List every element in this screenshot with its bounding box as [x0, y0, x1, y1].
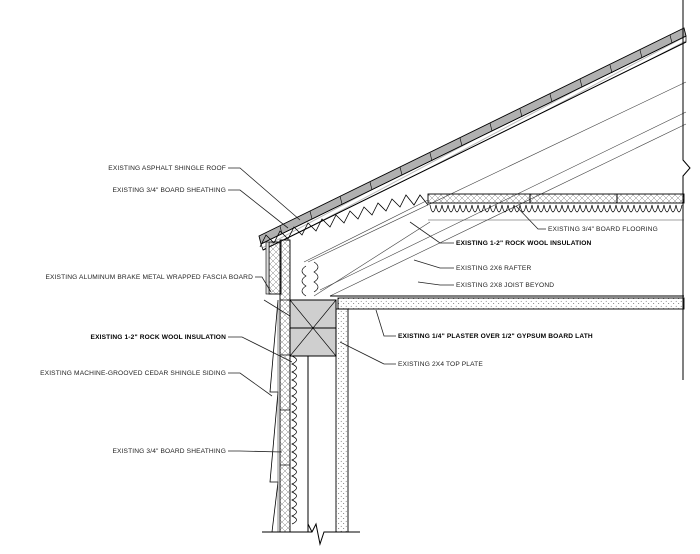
attic-floor-assembly [427, 193, 685, 221]
label-roof-insulation: EXISTING 1-2" ROCK WOOL INSULATION [456, 240, 592, 247]
label-cedar-siding: EXISTING MACHINE-GROOVED CEDAR SHINGLE S… [40, 370, 226, 377]
label-flooring: EXISTING 3/4" BOARD FLOORING [548, 226, 658, 233]
label-joist: EXISTING 2X8 JOIST BEYOND [456, 282, 554, 289]
plate-insulation [301, 261, 319, 297]
leader-lines [228, 167, 546, 453]
break-line-bottom [262, 522, 360, 546]
fascia-board [268, 241, 282, 295]
label-wall-insulation: EXISTING 1-2" ROCK WOOL INSULATION [91, 334, 227, 341]
cedar-shingle-siding [269, 299, 279, 533]
plaster-wall [335, 308, 349, 533]
board-flooring [427, 193, 685, 204]
label-fascia: EXISTING ALUMINUM BRAKE METAL WRAPPED FA… [45, 274, 253, 281]
exterior-wall-assembly [265, 239, 349, 533]
plaster-ceiling [337, 297, 685, 310]
wall-board-sheathing [279, 239, 291, 533]
label-top-plate: EXISTING 2X4 TOP PLATE [398, 361, 483, 368]
sloped-insulation-outline [303, 199, 431, 297]
label-roof-sheathing: EXISTING 3/4" BOARD SHEATHING [112, 187, 226, 194]
fascia-metal-wrap [265, 241, 270, 295]
wall-rock-wool-insulation [291, 355, 297, 525]
roof-assembly [258, 27, 687, 297]
shingle-course-marks [279, 34, 673, 235]
label-rafter: EXISTING 2X6 RAFTER [456, 265, 531, 272]
sloped-rock-wool-insulation [259, 194, 429, 248]
break-line-right [682, 0, 691, 380]
floor-insulation [429, 204, 683, 213]
ceiling-assembly [330, 295, 685, 310]
asphalt-shingle-roof [258, 27, 687, 245]
label-asphalt-roof: EXISTING ASPHALT SHINGLE ROOF [108, 165, 226, 172]
label-plaster: EXISTING 1/4" PLASTER OVER 1/2" GYPSUM B… [398, 333, 593, 340]
label-wall-sheathing: EXISTING 3/4" BOARD SHEATHING [112, 448, 226, 455]
